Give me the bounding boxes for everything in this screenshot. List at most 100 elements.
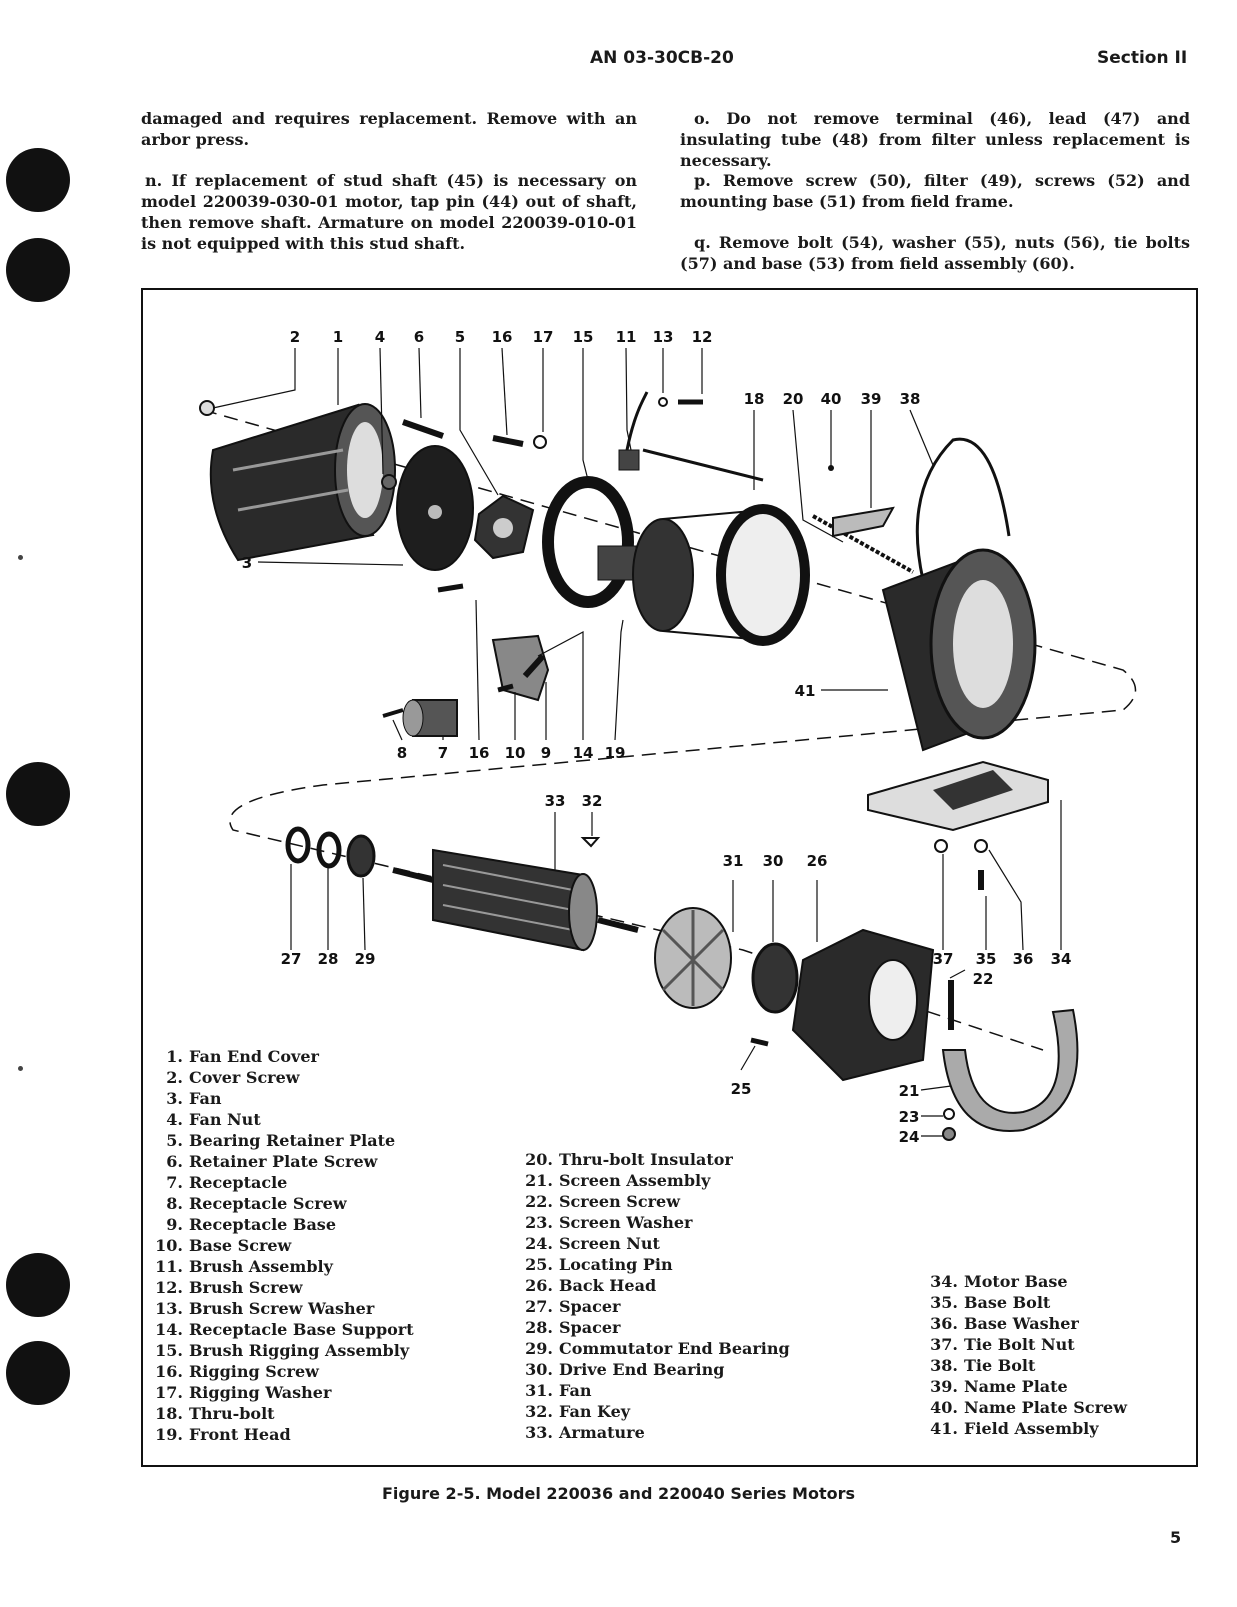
callout-37: 37 [933,950,954,968]
legend-item: 39.Name Plate [926,1376,1127,1397]
legend-item-name: Cover Screw [189,1068,300,1087]
legend-item: 22.Screen Screw [521,1191,790,1212]
legend-item: 20. Thru-bolt Insulator [521,1149,790,1170]
legend-item-name: Receptacle Screw [189,1194,347,1213]
legend-item: 40.Name Plate Screw [926,1397,1127,1418]
legend-item: 6.Retainer Plate Screw [151,1151,414,1172]
legend-item: 33.Armature [521,1422,790,1443]
legend-item: 37.Tie Bolt Nut [926,1334,1127,1355]
legend-item-name: Fan [189,1089,222,1108]
legend-item-number: 15. [155,1341,183,1360]
legend-item: 27.Spacer [521,1296,790,1317]
legend-item: 26.Back Head [521,1275,790,1296]
callout-33: 33 [545,792,566,810]
scan-speck [18,555,23,560]
legend-item-name: Base Screw [189,1236,292,1255]
legend-item-number: 30. [525,1360,553,1379]
base-screw-part [497,683,514,693]
screen-nut-part [942,1127,956,1141]
legend-item-name: Drive End Bearing [559,1360,725,1379]
assembly-centerline [202,409,1137,1051]
locating-pin-part [750,1037,769,1047]
legend-item-name: Spacer [559,1297,621,1316]
legend-item-number: 11. [155,1257,183,1276]
legend-item-name: Locating Pin [559,1255,673,1274]
legend-item-name: Fan End Cover [189,1047,319,1066]
legend-item-name: Front Head [189,1425,291,1444]
callout-35: 35 [976,950,997,968]
legend-item-name: Screen Assembly [559,1171,711,1190]
callout-16: 16 [492,328,513,346]
screen-assembly-part [941,1008,1079,1132]
name-plate-part [832,506,895,538]
callout-1: 1 [333,328,343,346]
legend-item-number: 34. [930,1272,958,1291]
legend-item-number: 1. [166,1047,183,1066]
legend-item-number: 20. [525,1150,553,1169]
legend-item: 31. Fan [521,1380,790,1401]
brush-lead [625,391,649,451]
legend-item: 7.Receptacle [151,1172,414,1193]
legend-item: 35.Base Bolt [926,1292,1127,1313]
legend-item-name: Screen Nut [559,1234,660,1253]
legend-item-name: Fan [559,1381,592,1400]
left-paragraph-n: n. If replacement of stud shaft (45) is … [141,171,637,253]
receptacle-base-support-part [522,653,546,679]
legend-item-name: Brush Screw [189,1278,303,1297]
legend-item-number: 38. [930,1356,958,1375]
legend-item-number: 21. [525,1171,553,1190]
legend-item-number: 32. [525,1402,553,1421]
legend-item: 2.Cover Screw [151,1067,414,1088]
callout-5: 5 [455,328,465,346]
fan-nut-part [381,474,397,490]
legend-item-number: 36. [930,1314,958,1333]
legend-item-number: 40. [930,1398,958,1417]
legend-item: 18.Thru-bolt [151,1403,414,1424]
callout-2: 2 [290,328,300,346]
legend-item-number: 17. [155,1383,183,1402]
legend-item-number: 31. [525,1381,553,1400]
legend-item-number: 5. [166,1131,183,1150]
figure-frame: 2 1 4 6 5 16 17 15 11 13 12 18 20 40 39 … [141,288,1198,1467]
legend-item-number: 23. [525,1213,553,1232]
legend-item: 15.Brush Rigging Assembly [151,1340,414,1361]
field-assembly-part [881,548,1037,752]
tie-bolt-nut-part [934,839,948,853]
legend-item-number: 18. [155,1404,183,1423]
brush-screw-washer-part [658,397,668,407]
legend-item-name: Tie Bolt Nut [964,1335,1075,1354]
callout-34: 34 [1051,950,1072,968]
legend-item-name: Receptacle Base Support [189,1320,414,1339]
legend-item-number: 26. [525,1276,553,1295]
legend-item: 36. Base Washer [926,1313,1127,1334]
legend-item-number: 41. [930,1419,958,1438]
scan-speck [18,1066,23,1071]
legend-item: 5.Bearing Retainer Plate [151,1130,414,1151]
legend-item: 9.Receptacle Base [151,1214,414,1235]
callout-28: 28 [318,950,339,968]
legend-item-name: Thru-bolt Insulator [559,1150,733,1169]
legend-item-number: 25. [525,1255,553,1274]
legend-item: 30. Drive End Bearing [521,1359,790,1380]
motor-base-part [867,760,1049,832]
commutator-end-bearing-part [346,834,376,878]
doc-number: AN 03-30CB-20 [590,48,734,68]
legend-item: 28.Spacer [521,1317,790,1338]
callout-6: 6 [414,328,424,346]
callout-26: 26 [807,852,828,870]
callout-11: 11 [616,328,637,346]
legend-item-number: 3. [166,1089,183,1108]
legend-item-number: 22. [525,1192,553,1211]
legend-item-name: Receptacle Base [189,1215,336,1234]
section-label: Section II [1097,48,1188,68]
legend-item-name: Armature [559,1423,645,1442]
callout-22: 22 [973,970,994,988]
legend-item-number: 28. [525,1318,553,1337]
legend-item-name: Base Washer [964,1314,1079,1333]
callout-29: 29 [355,950,376,968]
receptacle-base-part [491,634,550,702]
legend-item: 29.Commutator End Bearing [521,1338,790,1359]
binder-hole [6,762,70,826]
callout-7: 7 [438,744,448,762]
